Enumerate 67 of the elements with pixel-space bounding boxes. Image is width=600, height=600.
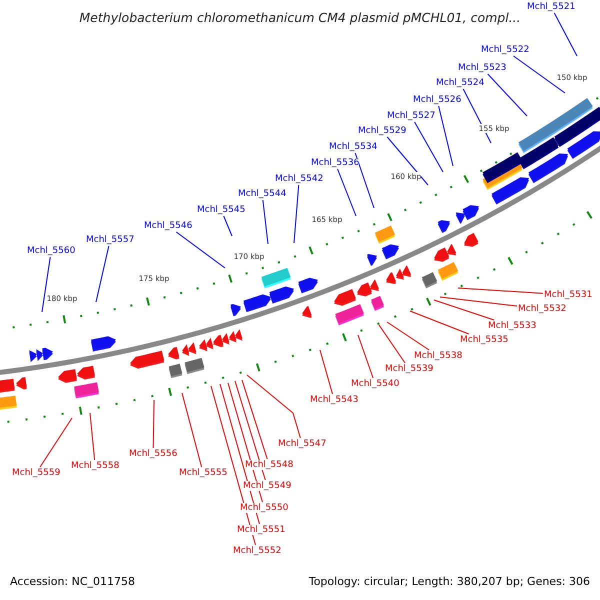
leader-line xyxy=(246,374,301,438)
gene-label: Mchl_5539 xyxy=(385,364,434,374)
leader-line xyxy=(487,74,528,116)
gene-label: Mchl_5523 xyxy=(458,63,506,73)
leader-line xyxy=(182,392,202,468)
leader-line xyxy=(242,380,268,460)
leader-line xyxy=(96,246,110,302)
gene-label: Mchl_5546 xyxy=(144,221,192,231)
gene-label: Mchl_5558 xyxy=(71,461,120,471)
gene-label: Mchl_5551 xyxy=(237,525,286,535)
leader-line xyxy=(320,350,333,394)
leader-line xyxy=(210,386,256,546)
gene-label: Mchl_5526 xyxy=(413,95,462,105)
gene-label: Mchl_5543 xyxy=(310,395,358,405)
footer-info: Accession: NC_011758 xyxy=(10,575,136,589)
gene-label: Mchl_5533 xyxy=(488,321,536,331)
gene-label: Mchl_5560 xyxy=(27,246,76,256)
gene-label: Mchl_5559 xyxy=(12,468,60,478)
leader-line xyxy=(90,412,96,460)
leader-line xyxy=(554,12,578,56)
gene-label: Mchl_5538 xyxy=(414,351,462,361)
gene-label: Mchl_5544 xyxy=(238,189,286,199)
leader-line xyxy=(458,288,544,294)
leader-line xyxy=(176,232,226,268)
gene-label: Mchl_5529 xyxy=(358,126,406,136)
leader-line xyxy=(386,322,430,350)
leader-line xyxy=(414,122,444,172)
gene-label: Mchl_5536 xyxy=(311,158,360,168)
leader-line xyxy=(438,106,454,166)
leader-line xyxy=(42,256,51,312)
leader-line xyxy=(294,184,300,244)
gene-label: Mchl_5555 xyxy=(179,468,228,478)
gene-label: Mchl_5547 xyxy=(278,439,326,449)
gene-label: Mchl_5556 xyxy=(129,449,178,459)
gene-label: Mchl_5557 xyxy=(86,235,134,245)
gene-label: Mchl_5531 xyxy=(544,290,592,300)
gene-label: Mchl_5535 xyxy=(460,335,508,345)
leader-line xyxy=(152,400,154,448)
gene-label: Mchl_5524 xyxy=(436,78,484,88)
footer-info: Topology: circular; Length: 380,207 bp; Genes: 306 xyxy=(308,575,590,589)
leader-line xyxy=(354,152,374,208)
gene-label: Mchl_5548 xyxy=(245,460,294,470)
gene-label: Mchl_5521 xyxy=(527,2,576,12)
gene-label: Mchl_5522 xyxy=(481,45,530,55)
gene-label: Mchl_5540 xyxy=(351,379,400,389)
leader-line xyxy=(220,384,260,524)
leader-line xyxy=(386,136,428,186)
gene-label: Mchl_5545 xyxy=(197,205,246,215)
leader-line xyxy=(262,200,268,244)
gene-label: Mchl_5542 xyxy=(275,174,324,184)
leader-line xyxy=(223,216,232,236)
leader-line xyxy=(513,56,566,94)
leader-line xyxy=(440,296,518,307)
gene-label: Mchl_5527 xyxy=(387,111,436,121)
leader-line xyxy=(410,310,470,334)
leader-line xyxy=(337,168,356,216)
gene-label: Mchl_5550 xyxy=(240,503,288,513)
leader-line xyxy=(378,324,406,364)
gene-label: Mchl_5552 xyxy=(233,546,282,556)
gene-label: Mchl_5549 xyxy=(243,481,292,491)
gene-label: Mchl_5532 xyxy=(518,304,566,314)
leader-line xyxy=(40,418,72,468)
gene-label: Mchl_5534 xyxy=(329,142,378,152)
leader-line xyxy=(358,334,374,378)
leader-line xyxy=(434,300,495,320)
leader-line xyxy=(234,380,266,480)
map-title: Methylobacterium chloromethanicum CM4 plasmid pMCHL01, compl... xyxy=(78,10,522,25)
